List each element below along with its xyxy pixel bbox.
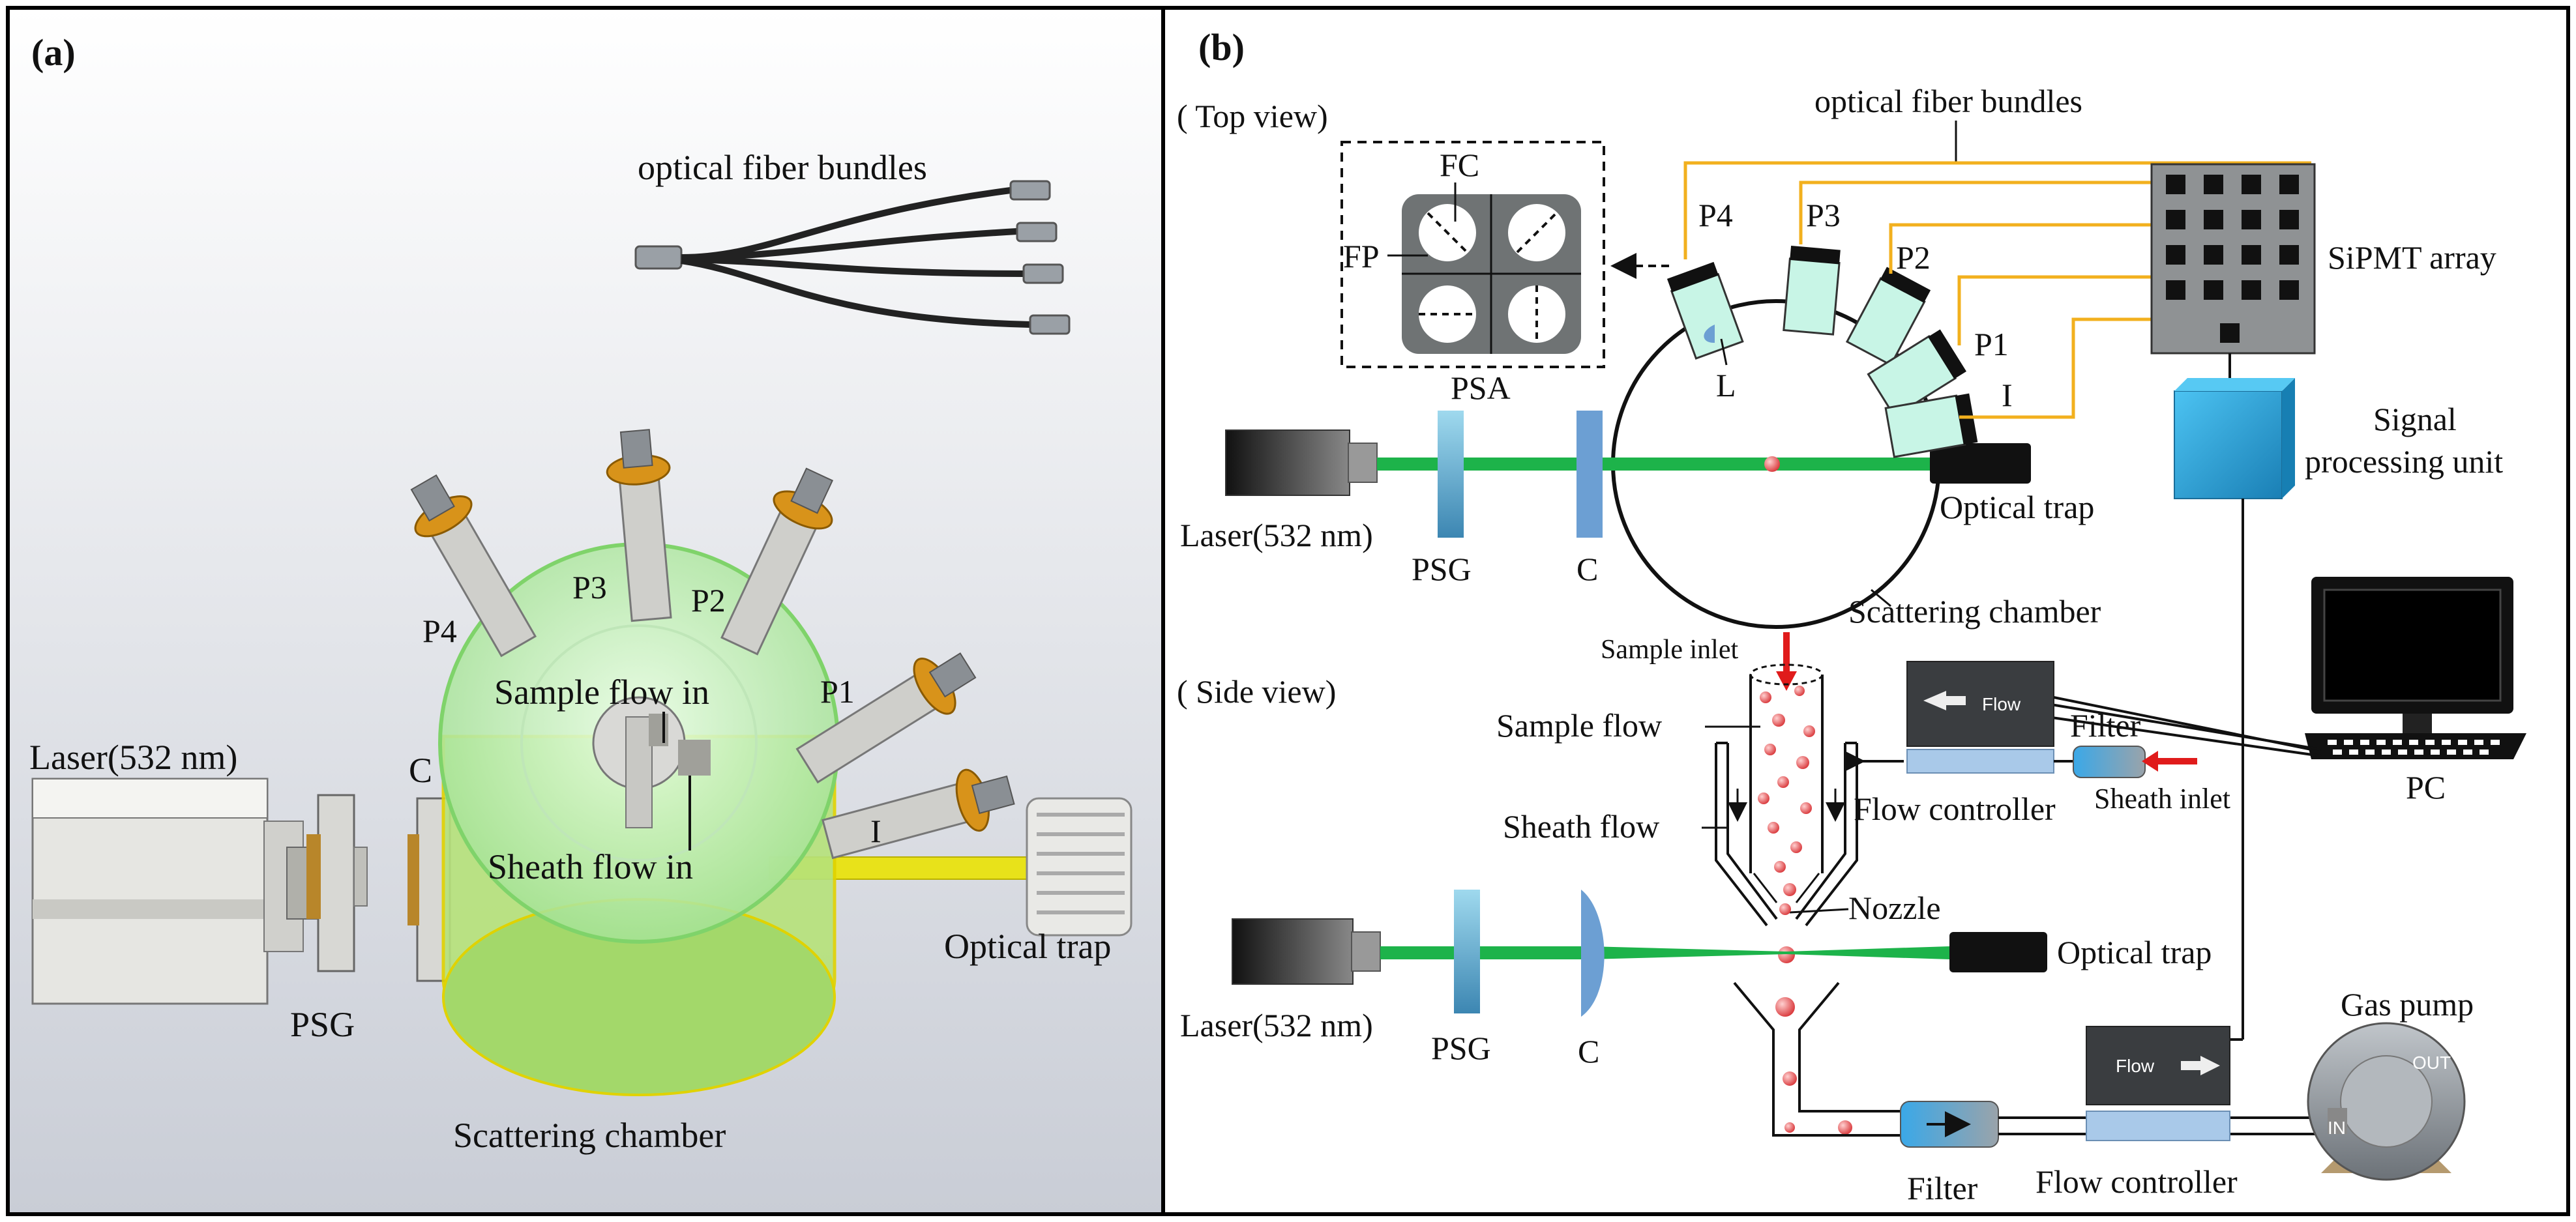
psg-a bbox=[306, 794, 368, 972]
p2-label-a: P2 bbox=[691, 582, 726, 618]
optical-trap-a bbox=[1026, 797, 1133, 937]
signal-label-1: Signal bbox=[2373, 401, 2457, 437]
flow-controller-top-label: Flow controller bbox=[1854, 791, 2056, 827]
nozzle-label: Nozzle bbox=[1848, 890, 1941, 926]
p4-label-a: P4 bbox=[422, 613, 457, 649]
i-label-b: I bbox=[2002, 377, 2013, 413]
p3-label-a: P3 bbox=[572, 569, 607, 605]
droplets bbox=[1758, 686, 1852, 1135]
laser-label-side: Laser(532 nm) bbox=[1180, 1007, 1373, 1043]
p2-label-b: P2 bbox=[1896, 239, 1931, 276]
panel-a: (a) optical fiber bundles Laser(532 nm) bbox=[6, 6, 1165, 1216]
sheath-flow-label-b: Sheath flow bbox=[1503, 808, 1659, 845]
flow-controller-bottom bbox=[2086, 1026, 2230, 1141]
gas-pump bbox=[2307, 1022, 2466, 1181]
pc-label: PC bbox=[2406, 769, 2446, 806]
beam-side-1 bbox=[1380, 946, 1589, 959]
trap-label-side: Optical trap bbox=[2057, 934, 2212, 970]
optical-trap-top bbox=[1930, 443, 2031, 484]
chamber-label-b: Scattering chamber bbox=[1848, 593, 2101, 630]
p1-label-b: P1 bbox=[1974, 326, 2009, 362]
gas-pump-label: Gas pump bbox=[2341, 986, 2474, 1023]
fiber-label-a: optical fiber bundles bbox=[638, 148, 927, 187]
signal-label-2: processing unit bbox=[2305, 443, 2503, 480]
sheath-inlet-label: Sheath inlet bbox=[2094, 783, 2230, 815]
sheath-flow-label-a: Sheath flow in bbox=[488, 847, 693, 886]
detectors-top bbox=[1666, 245, 1978, 458]
sample-flow-label-a: Sample flow in bbox=[494, 673, 709, 712]
filter-bottom-label: Filter bbox=[1907, 1170, 1978, 1206]
filter-top-label: Filter bbox=[2070, 707, 2141, 744]
laser-a bbox=[31, 778, 320, 1005]
pc bbox=[2305, 577, 2526, 759]
c-label-top: C bbox=[1577, 551, 1598, 587]
flow-word-2: Flow bbox=[2116, 1056, 2155, 1076]
nozzle-assembly bbox=[1715, 663, 1858, 927]
c-top bbox=[1577, 411, 1603, 538]
scattering-chamber-a bbox=[438, 542, 840, 1096]
particle-top bbox=[1764, 456, 1780, 472]
laser-side bbox=[1232, 918, 1381, 985]
optical-trap-side bbox=[1949, 932, 2047, 972]
laser-label-top: Laser(532 nm) bbox=[1180, 517, 1373, 553]
flow-controller-top bbox=[1906, 661, 2054, 774]
p1-label-a: P1 bbox=[820, 673, 855, 710]
psa-box bbox=[1340, 141, 1605, 368]
laser-label-a: Laser(532 nm) bbox=[29, 738, 237, 777]
chamber-label-a: Scattering chamber bbox=[453, 1116, 726, 1155]
detector-arms-a bbox=[410, 429, 1015, 860]
flow-controller-bottom-label: Flow controller bbox=[2036, 1163, 2238, 1200]
fiber-label-b: optical fiber bundles bbox=[1814, 83, 2082, 119]
l-label: L bbox=[1716, 367, 1736, 403]
sipmt-array bbox=[2150, 163, 2316, 355]
p4-label-b: P4 bbox=[1698, 197, 1733, 233]
beam-top bbox=[1377, 458, 1938, 471]
panel-a-tag: (a) bbox=[31, 31, 76, 74]
i-label-a: I bbox=[870, 813, 881, 849]
outlet-funnel bbox=[1733, 982, 1956, 1137]
pump-out-label: OUT bbox=[2412, 1053, 2451, 1073]
psg-label-a: PSG bbox=[290, 1005, 355, 1044]
sample-inlet-label: Sample inlet bbox=[1601, 635, 1738, 665]
panel-b: (b) ( Top view) optical fiber bundles FC… bbox=[1161, 6, 2570, 1216]
panel-b-tag: (b) bbox=[1198, 26, 1245, 68]
fc-label: FC bbox=[1440, 147, 1479, 183]
fiber-lines-b bbox=[1683, 161, 2311, 419]
c-side bbox=[1581, 890, 1605, 1017]
c-label-a: C bbox=[409, 751, 432, 790]
top-view-label: ( Top view) bbox=[1177, 98, 1328, 134]
trap-label-a: Optical trap bbox=[944, 927, 1111, 966]
psa-label: PSA bbox=[1451, 370, 1511, 406]
signal-unit bbox=[2174, 378, 2295, 499]
c-label-side: C bbox=[1578, 1033, 1599, 1069]
flow-word-1: Flow bbox=[1982, 694, 2021, 714]
fp-label: FP bbox=[1343, 238, 1380, 274]
trap-label-top: Optical trap bbox=[1940, 489, 2094, 525]
sipmt-label: SiPMT array bbox=[2328, 239, 2496, 276]
psg-label-top: PSG bbox=[1412, 551, 1472, 587]
sample-flow-label-b: Sample flow bbox=[1496, 707, 1662, 744]
pump-in-label: IN bbox=[2328, 1118, 2346, 1138]
psg-label-side: PSG bbox=[1431, 1030, 1491, 1066]
p3-label-b: P3 bbox=[1806, 197, 1841, 233]
laser-top bbox=[1225, 429, 1378, 496]
fiber-bundle-a bbox=[634, 180, 1071, 335]
psg-top bbox=[1438, 411, 1464, 538]
filter-top bbox=[2073, 746, 2146, 778]
psg-side bbox=[1454, 890, 1480, 1013]
side-view-label: ( Side view) bbox=[1177, 673, 1336, 710]
